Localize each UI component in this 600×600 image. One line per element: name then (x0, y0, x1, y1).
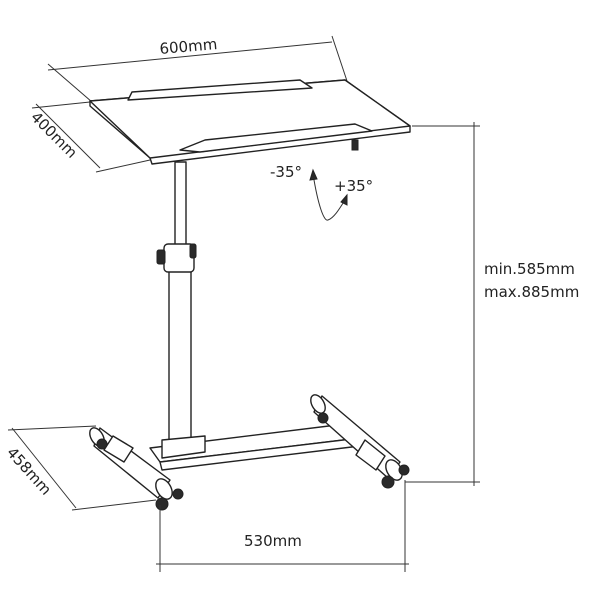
tilt-minus-label: -35° (270, 163, 302, 181)
caster-wheel (172, 488, 184, 500)
base-depth-label: 458mm (3, 444, 55, 499)
top-width-dimension: 600mm (47, 35, 349, 103)
caster-wheel (381, 475, 395, 489)
top-depth-label: 400mm (27, 108, 81, 162)
caster-wheel (155, 497, 169, 511)
tilt-indicator: -35° +35° (270, 163, 373, 221)
height-dimension: min.585mm max.885mm (405, 122, 579, 486)
top-width-label: 600mm (159, 35, 218, 58)
arrow-up-icon (340, 193, 348, 206)
tilt-plus-label: +35° (334, 177, 373, 195)
height-knob (156, 249, 166, 265)
base-width-label: 530mm (244, 532, 302, 550)
table-top (89, 79, 411, 165)
height-max-label: max.885mm (484, 283, 579, 301)
caster-wheel (317, 412, 329, 424)
height-column (156, 161, 197, 443)
caster-wheel (96, 438, 108, 450)
arrow-up-icon (309, 168, 318, 181)
caster-wheel (398, 464, 410, 476)
base-width-dimension: 530mm (156, 480, 409, 572)
height-min-label: min.585mm (484, 260, 575, 278)
base (89, 394, 410, 511)
